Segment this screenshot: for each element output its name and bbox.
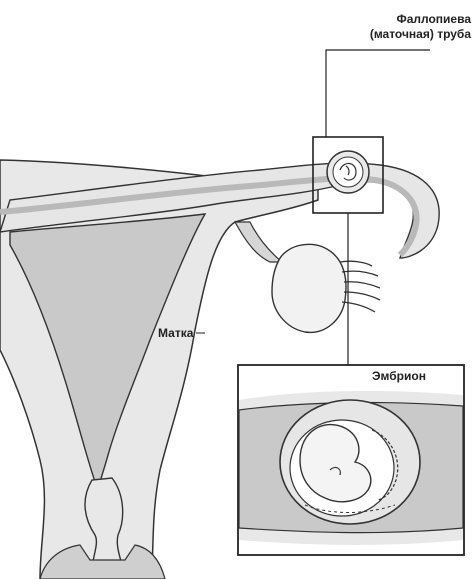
- uterus-label: Матка: [158, 326, 193, 340]
- embryo-label: Эмбрион: [372, 369, 426, 383]
- fallopian-tube-label-line1: Фаллопиева: [396, 12, 471, 26]
- embryo-in-tube: [327, 151, 369, 193]
- ovarian-ligament: [235, 222, 282, 262]
- inset-embryo: [280, 400, 420, 524]
- fallopian-tube-label-line2: (маточная) труба: [370, 27, 471, 41]
- ovary: [272, 244, 346, 332]
- tube-label-leader: [326, 50, 430, 137]
